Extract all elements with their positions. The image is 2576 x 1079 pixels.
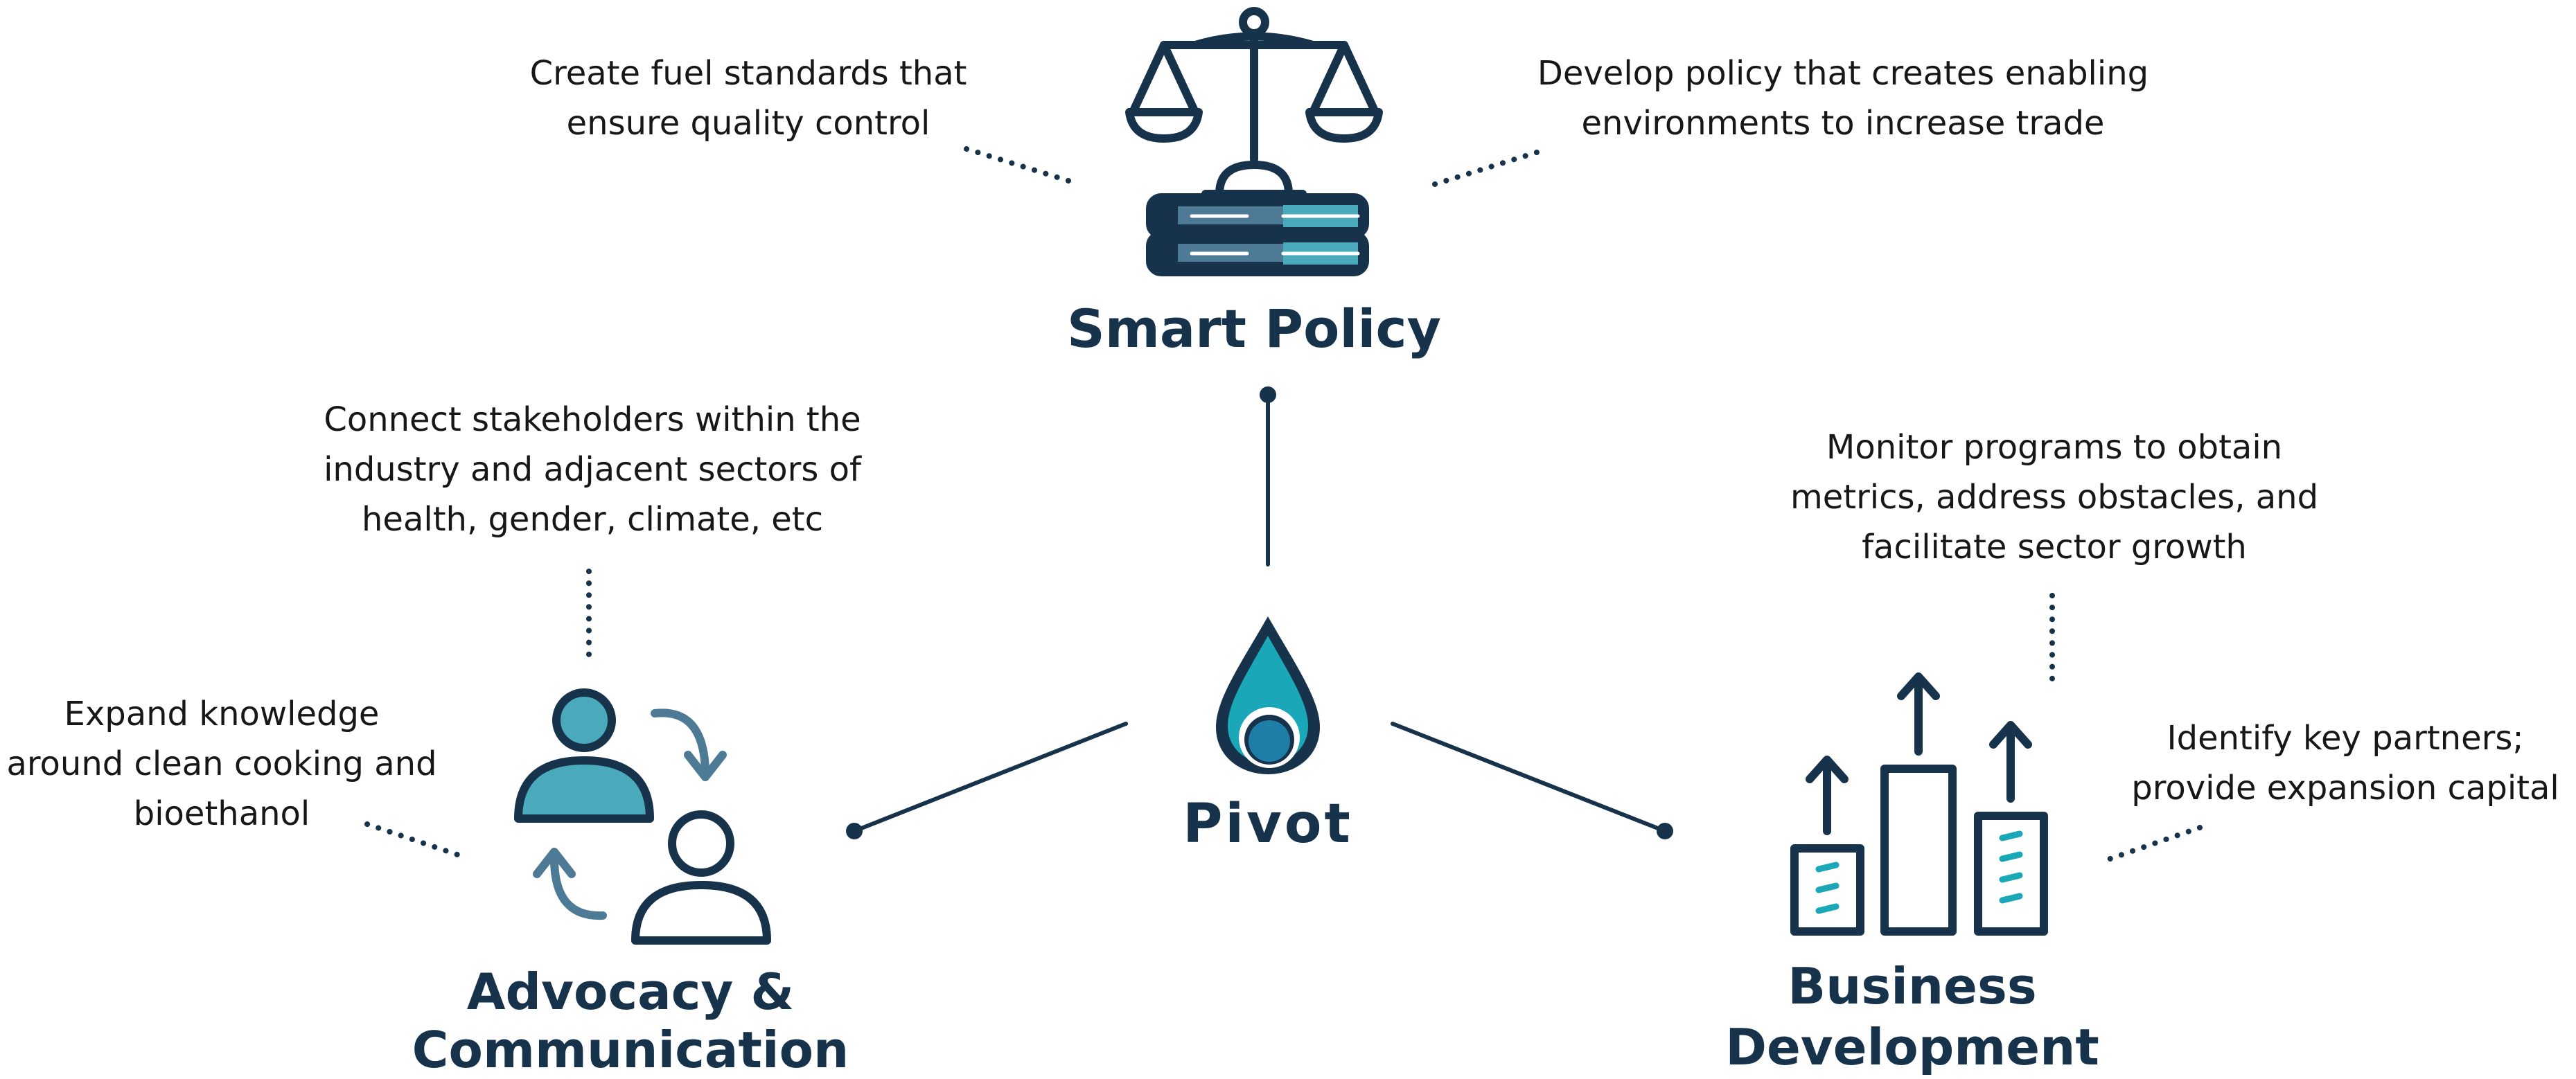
advocacy-note-top: Connect stakeholders within the industry… [324,400,861,539]
connector-to-advocacy [852,722,1128,833]
business-note-right: Identify key partners; provide expansion… [2131,719,2559,808]
pivot-label: Pivot [1183,793,1353,855]
fuel-drop-icon [1216,616,1320,774]
business-title: Business Development [1725,957,2099,1076]
advocacy-title: Advocacy & Communication [412,963,849,1079]
connector-to-business [1391,722,1667,833]
business-note-top: Monitor programs to obtain metrics, addr… [1790,428,2319,567]
dotted-leaders [364,146,2203,864]
two-people-exchange-icon [514,688,771,945]
policy-note-right: Develop policy that creates enabling env… [1537,54,2149,143]
connector-dot-business [1657,823,1673,839]
smart-policy-title: Smart Policy [1066,298,1442,359]
policy-note-left: Create fuel standards that ensure qualit… [529,54,967,143]
connector-dot-smart-policy [1260,386,1276,403]
leader-policy-right [1423,150,1540,190]
leader-policy-left [964,146,1080,186]
connector-dot-advocacy [846,823,863,839]
center-connectors [846,386,1673,839]
growth-bar-chart-icon [1790,672,2048,936]
scales-of-justice-on-books-icon [1125,7,1383,276]
advocacy-note-left: Expand knowledge around clean cooking an… [6,695,437,833]
leader-business-right [2101,825,2203,864]
